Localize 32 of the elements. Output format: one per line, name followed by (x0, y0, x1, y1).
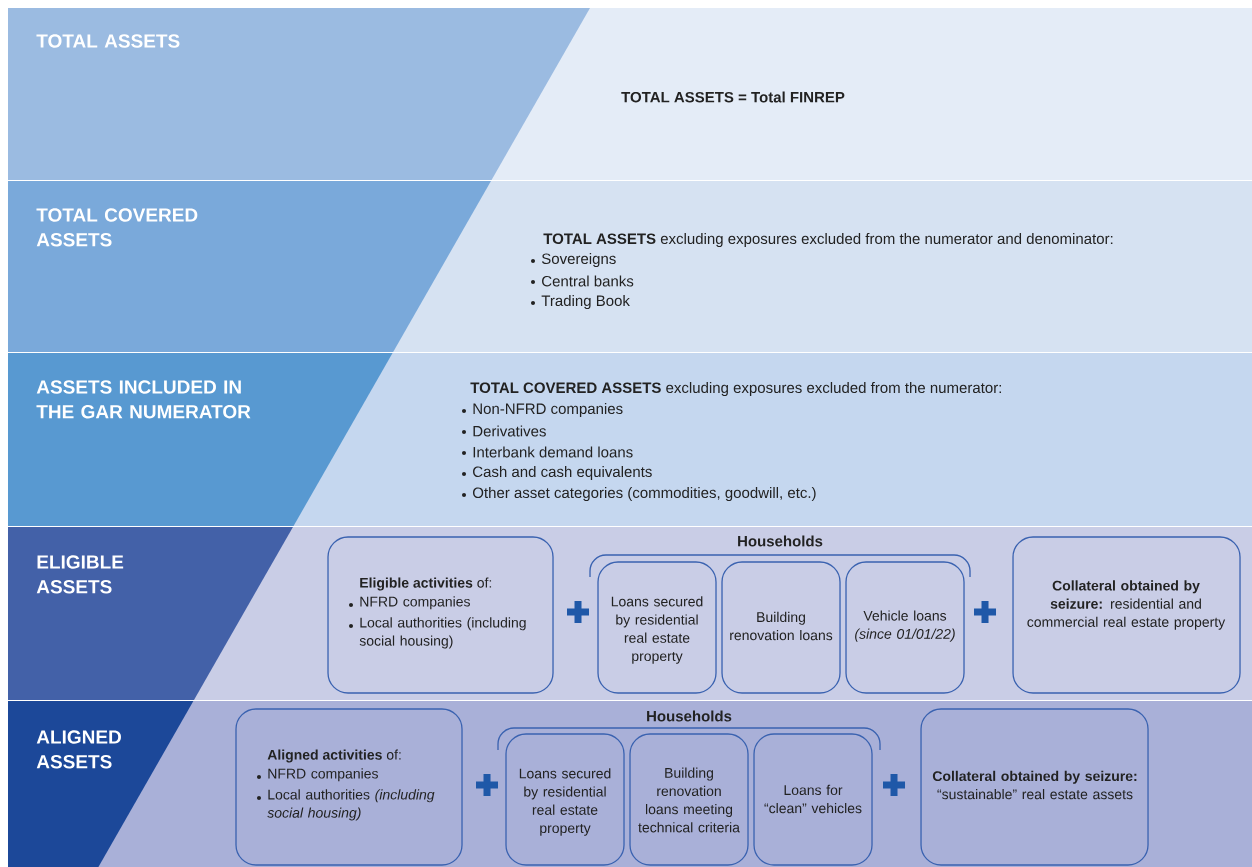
bullet-item: Local authorities (including social housing) (267, 789, 435, 821)
box-text: Vehicle loans (since 01/01/22) (855, 610, 955, 642)
bullet-item: Local authorities (including social housing) (359, 617, 526, 649)
group-heading: Households (738, 535, 823, 547)
bullet-item: Trading Book (541, 295, 630, 309)
bullet-item: NFRD companies (268, 768, 378, 782)
bullet-item: Interbank demand loans (473, 446, 633, 458)
bullet-item: Sovereigns (541, 253, 616, 267)
row-heading: ALIGNED ASSETS (36, 730, 121, 769)
bullet-item: Non-NFRD companies (473, 403, 623, 417)
bullet-item: Central banks (542, 275, 634, 287)
box-text: Building renovation loans (730, 611, 833, 641)
bullet-item: Other asset categories (commodities, goodwill, etc.) (473, 487, 816, 501)
box-text: Collateral obtained by seizure: “sustainable” real estate assets (932, 770, 1137, 800)
box-text: Loans secured by residential real estate property (611, 596, 703, 664)
box-text: Collateral obtained by seizure: residential and commercial real estate property (1027, 580, 1226, 630)
box-text: Loans for “clean” vehicles (764, 784, 862, 814)
bullet-item: NFRD companies (360, 596, 470, 610)
row-heading: ASSETS INCLUDED IN THE GAR NUMERATOR (36, 380, 251, 419)
row-heading: TOTAL ASSETS (36, 34, 180, 48)
description-text: TOTAL ASSETS = Total FINREP (621, 91, 845, 103)
description-text: TOTAL COVERED ASSETS excluding exposures excluded from the numerator: (470, 382, 1001, 396)
group-heading: Households (647, 710, 732, 722)
box-text: Loans secured by residential real estate property (519, 768, 611, 836)
row-heading: TOTAL COVERED ASSETS (36, 208, 198, 247)
box-heading: Aligned activities of: (267, 749, 401, 763)
bullet-item: Cash and cash equivalents (473, 466, 652, 480)
box-heading: Eligible activities of: (360, 577, 492, 591)
description-text: TOTAL ASSETS excluding exposures excluded from the numerator and denominator: (543, 233, 1113, 247)
row-heading: ELIGIBLE ASSETS (36, 555, 124, 594)
box-text: Building renovation loans meeting technical criteria (638, 767, 740, 833)
bullet-item: Derivatives (473, 425, 546, 437)
